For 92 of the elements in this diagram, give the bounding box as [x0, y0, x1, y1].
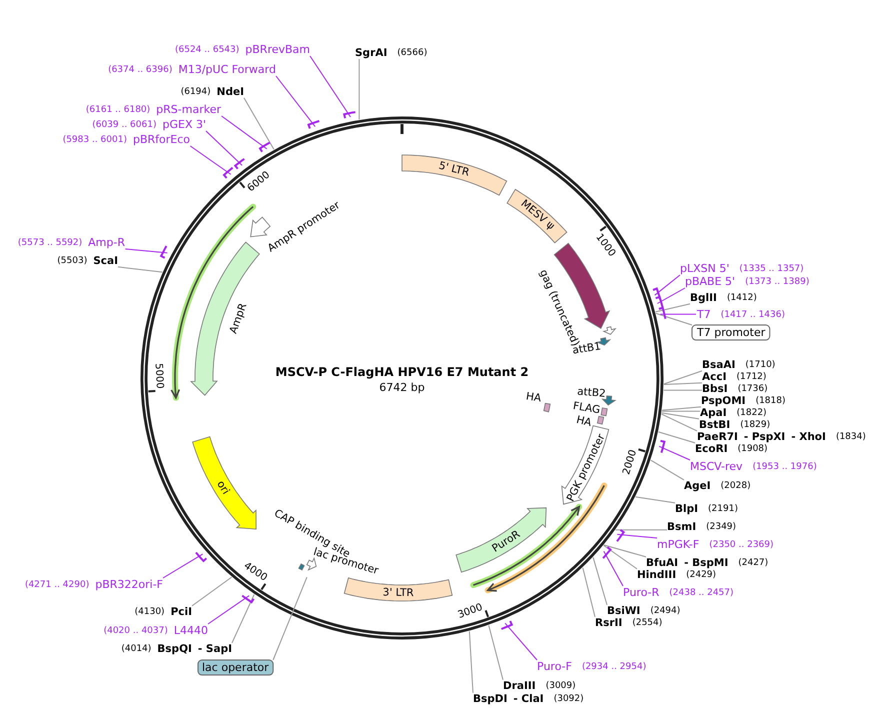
leader-line	[650, 460, 684, 480]
tick-label: 3000	[456, 602, 484, 621]
restriction-site-label: BstBI (1829)	[699, 418, 770, 431]
leader-line	[358, 58, 360, 120]
leader-line	[582, 567, 596, 618]
leader-line	[310, 56, 351, 118]
leader-line	[655, 312, 692, 326]
restriction-site-label: BbsI (1736)	[702, 382, 768, 395]
leader-line	[661, 410, 700, 412]
restriction-site-label: BlpI (2191)	[675, 502, 738, 515]
restriction-site-label: (4130) PciI	[134, 606, 192, 618]
feature-mark: HA	[525, 390, 551, 412]
restriction-site-label: BsmI (2349)	[667, 520, 736, 533]
leader-line	[655, 303, 690, 312]
restriction-site-label: ApaI (1822)	[700, 406, 767, 419]
leader-line	[661, 414, 698, 432]
tick-label: 4000	[242, 560, 269, 584]
primer-label: (5573 .. 5592) Amp-R	[18, 236, 125, 250]
restriction-site-label: AgeI (2028)	[684, 480, 751, 492]
leader-line	[208, 595, 250, 624]
primer-label: pLXSN 5' (1335 .. 1357)	[680, 262, 804, 276]
feature-mark: FLAG	[572, 400, 608, 416]
leader-line	[221, 116, 268, 150]
primer-label: Puro-R (2438 .. 2457)	[623, 586, 734, 600]
plasmid-size: 6742 bp	[379, 381, 425, 394]
primer-label: Puro-F (2934 .. 2954)	[537, 660, 646, 674]
restriction-site-label: (5503) ScaI	[57, 254, 118, 267]
primer-label: mPGK-F (2350 .. 2369)	[657, 538, 774, 552]
leader-line	[616, 534, 658, 538]
feature-label: lac operator	[198, 660, 274, 676]
restriction-site-label: PspOMI (1818)	[701, 394, 786, 407]
feature-segment: ori	[192, 436, 256, 530]
restriction-site-label: BsiWI (2494)	[607, 604, 680, 617]
leader-line	[658, 431, 696, 444]
feature-segment: 3' LTR	[344, 577, 453, 602]
restriction-site-label: RsrII (2554)	[595, 616, 662, 629]
restriction-site-label: AccI (1712)	[702, 370, 766, 383]
restriction-site-label: SgrAI (6566)	[355, 46, 428, 59]
feature-label: T7 promoter	[692, 324, 770, 341]
leader-line	[603, 550, 624, 586]
primer-label: (6161 .. 6180) pRS-marker	[86, 103, 221, 116]
restriction-site-label: BsaAI (1710)	[702, 358, 776, 371]
primer-label: (6524 .. 6543) pBRrevBam	[174, 43, 310, 56]
leader-line	[654, 274, 680, 296]
primer-label: (4271 .. 4290) pBR322ori-F	[24, 578, 163, 592]
leader-line	[661, 412, 700, 420]
leader-line	[162, 554, 204, 578]
leader-line	[118, 266, 163, 273]
restriction-site-label: PaeR7I - PspXI - XhoI (1834)	[697, 430, 866, 443]
leader-line	[603, 544, 646, 558]
feature-segment: AmpR	[190, 242, 260, 396]
leader-line	[663, 382, 702, 385]
leader-line	[662, 406, 702, 411]
leader-line	[206, 130, 243, 166]
restriction-site-label: BspDI - ClaI (3092)	[473, 692, 584, 705]
leader-line	[504, 622, 538, 660]
leader-line	[124, 248, 168, 254]
primer-label: (4020 .. 4037) L4440	[104, 624, 208, 638]
primer-label: (6039 .. 6061) pGEX 3'	[92, 118, 206, 132]
leader-line	[592, 556, 608, 606]
leader-line	[656, 288, 686, 304]
leader-line	[192, 576, 232, 606]
leader-line	[635, 496, 676, 504]
restriction-site-label: HindIII (2429)	[637, 568, 716, 581]
leader-line	[488, 624, 504, 680]
restriction-site-label: BglII (1412)	[690, 292, 757, 304]
primer-label: MSCV-rev (1953 .. 1976)	[690, 460, 817, 474]
primer-label: (6374 .. 6396) M13/pUC Forward	[108, 63, 276, 76]
restriction-site-label: BfuAI - BspMI (2427)	[646, 556, 768, 569]
restriction-site-label: DraIII (3009)	[503, 680, 576, 692]
tick-label: 2000	[621, 448, 640, 476]
primer-label: pBABE 5' (1373 .. 1389)	[685, 275, 810, 288]
leader-line	[615, 529, 668, 530]
restriction-site-label: (4014) BspQI - SapI	[121, 642, 232, 655]
restriction-site-label: EcoRI (1908)	[695, 442, 768, 455]
leader-line	[244, 97, 274, 150]
leader-line	[190, 146, 232, 175]
leader-line	[468, 630, 474, 694]
leader-line	[663, 390, 702, 391]
primer-label: T7 (1417 .. 1436)	[697, 308, 785, 322]
leader-line	[603, 544, 638, 570]
tick-label: 5000	[152, 362, 165, 389]
leader-line	[658, 446, 690, 460]
feature-segment: 5' LTR	[402, 154, 508, 196]
restriction-site-label: (6194) NdeI	[180, 86, 244, 98]
leader-line	[663, 370, 702, 384]
plasmid-name: MSCV-P C-FlagHA HPV16 E7 Mutant 2	[275, 365, 529, 379]
leader-line	[272, 576, 308, 660]
leader-line	[660, 314, 696, 315]
leader-line	[276, 76, 316, 128]
primer-label: (5983 .. 6001) pBRforEco	[62, 133, 190, 146]
leader-line	[232, 594, 255, 644]
